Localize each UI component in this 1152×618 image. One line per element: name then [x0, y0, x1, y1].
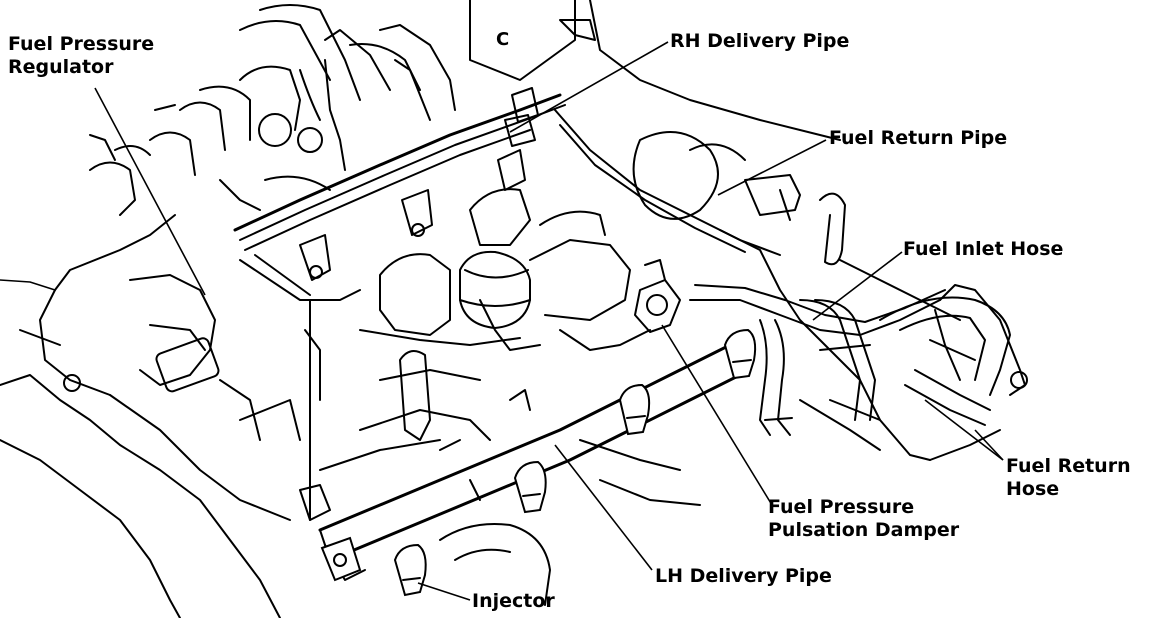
label-fuel-return-hose-line2: Hose — [1006, 478, 1060, 500]
label-fuel-pressure-regulator-line2: Regulator — [8, 56, 114, 78]
cylinder-head: C — [469, 0, 961, 421]
label-injector: Injector — [472, 590, 555, 612]
lower-front — [219, 379, 701, 606]
label-fuel-return-pipe: Fuel Return Pipe — [829, 127, 1008, 149]
leader-injector — [417, 582, 471, 601]
leader-fuel-return-pipe — [717, 139, 827, 196]
intake-runners — [89, 4, 456, 216]
label-fuel-pressure-regulator: Fuel Pressure Regulator — [8, 33, 154, 79]
label-fuel-return-hose-line1: Fuel Return — [1006, 455, 1131, 477]
center-components — [304, 188, 681, 521]
lh-delivery-pipe-drawing — [299, 328, 757, 597]
label-fuel-inlet-hose: Fuel Inlet Hose — [903, 238, 1064, 260]
leader-fuel-return-hose-1 — [924, 399, 1004, 461]
leader-fuel-pressure-regulator — [94, 87, 206, 296]
fuel-hoses — [689, 284, 1028, 461]
engine-block — [0, 214, 291, 618]
label-fuel-pressure-regulator-line1: Fuel Pressure — [8, 33, 155, 55]
leader-lines — [94, 41, 1004, 601]
label-pulsation-damper-line1: Fuel Pressure — [768, 496, 915, 518]
label-pulsation-damper-line2: Pulsation Damper — [768, 519, 960, 541]
label-rh-delivery-pipe: RH Delivery Pipe — [670, 30, 850, 52]
leader-lh-delivery-pipe — [554, 444, 653, 571]
leader-pulsation-damper — [661, 324, 773, 506]
svg-text:C: C — [496, 29, 509, 50]
leader-rh-delivery-pipe — [509, 41, 669, 133]
leader-fuel-return-hose-2 — [974, 429, 1004, 461]
label-fuel-pressure-pulsation-damper: Fuel Pressure Pulsation Damper — [768, 496, 959, 542]
rh-delivery-pipe-drawing — [233, 87, 781, 301]
leader-fuel-inlet-hose — [812, 251, 903, 321]
label-lh-delivery-pipe: LH Delivery Pipe — [655, 565, 832, 587]
label-fuel-return-hose: Fuel Return Hose — [1006, 455, 1131, 501]
